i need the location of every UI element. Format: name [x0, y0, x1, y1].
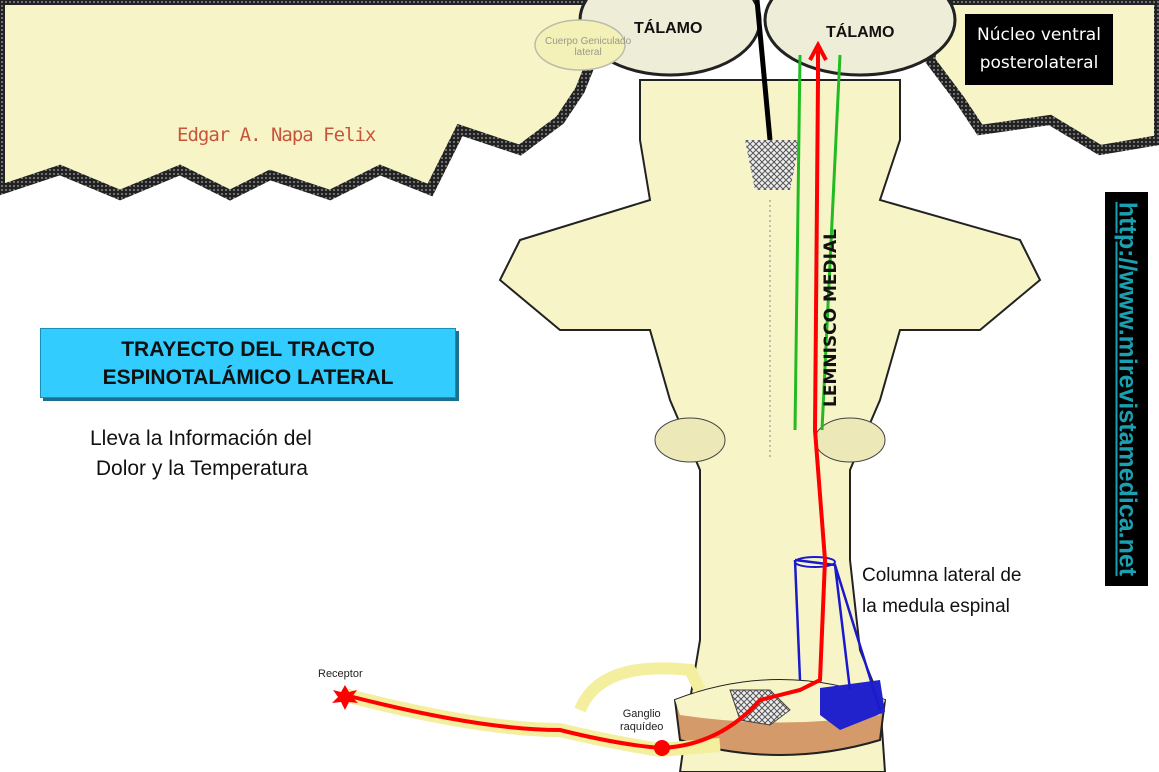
lateral-column-label-line2: la medula espinal — [862, 596, 1010, 617]
nerve-root — [574, 662, 706, 713]
spinothalamic-tract — [344, 79, 828, 751]
third-ventricle — [745, 140, 800, 190]
lateral-geniculate — [534, 19, 626, 71]
website-link[interactable]: http://www.mirevistamedica.net — [1113, 201, 1142, 577]
lateral-column-label: Columna lateral de la medula espinal — [862, 560, 1021, 622]
medial-lemniscus-label: LEMNISCO MEDIAL — [821, 229, 841, 407]
tract-arrowhead — [808, 40, 828, 61]
subtitle: Lleva la Información del Dolor y la Temp… — [90, 424, 312, 484]
receptor-label: Receptor — [318, 668, 363, 680]
nucleus-label-line1: Núcleo ventral — [977, 25, 1101, 45]
olive-right — [814, 417, 886, 463]
lateral-column-label-line1: Columna lateral de — [862, 565, 1022, 586]
nucleus-label-line2: posterolateral — [979, 53, 1099, 73]
ganglion-dot — [654, 740, 670, 756]
lateral-geniculate-label-line2: lateral — [574, 47, 602, 58]
title-line1: TRAYECTO DEL TRACTO — [121, 338, 375, 361]
nucleus-label-box: Núcleo ventral posterolateral — [965, 14, 1113, 85]
author-credit: Edgar A. Napa Felix — [177, 124, 376, 146]
receptor-star — [332, 685, 358, 710]
cerebrum-left — [0, 0, 606, 201]
subtitle-line1: Lleva la Información del — [90, 427, 312, 450]
olive-left — [654, 417, 726, 463]
thalamus-left-label: TÁLAMO — [634, 20, 703, 37]
thalamus-right-label: TÁLAMO — [826, 24, 895, 41]
lateral-column — [793, 558, 882, 711]
midline — [754, 0, 773, 141]
lateral-column-top — [794, 556, 836, 568]
medial-lemniscus — [793, 54, 842, 431]
lateral-column-area — [820, 680, 885, 730]
ganglion-label-line1: Ganglio — [622, 708, 661, 720]
title-box: TRAYECTO DEL TRACTO ESPINOTALÁMICO LATERA… — [40, 328, 456, 398]
ganglion-label-line2: raquídeo — [620, 721, 664, 733]
title-line2: ESPINOTALÁMICO LATERAL — [102, 366, 394, 389]
lateral-geniculate-label-line1: Cuerpo Geniculado — [545, 36, 632, 47]
url-banner — [1105, 192, 1148, 586]
subtitle-line2: Dolor y la Temperatura — [95, 457, 308, 480]
